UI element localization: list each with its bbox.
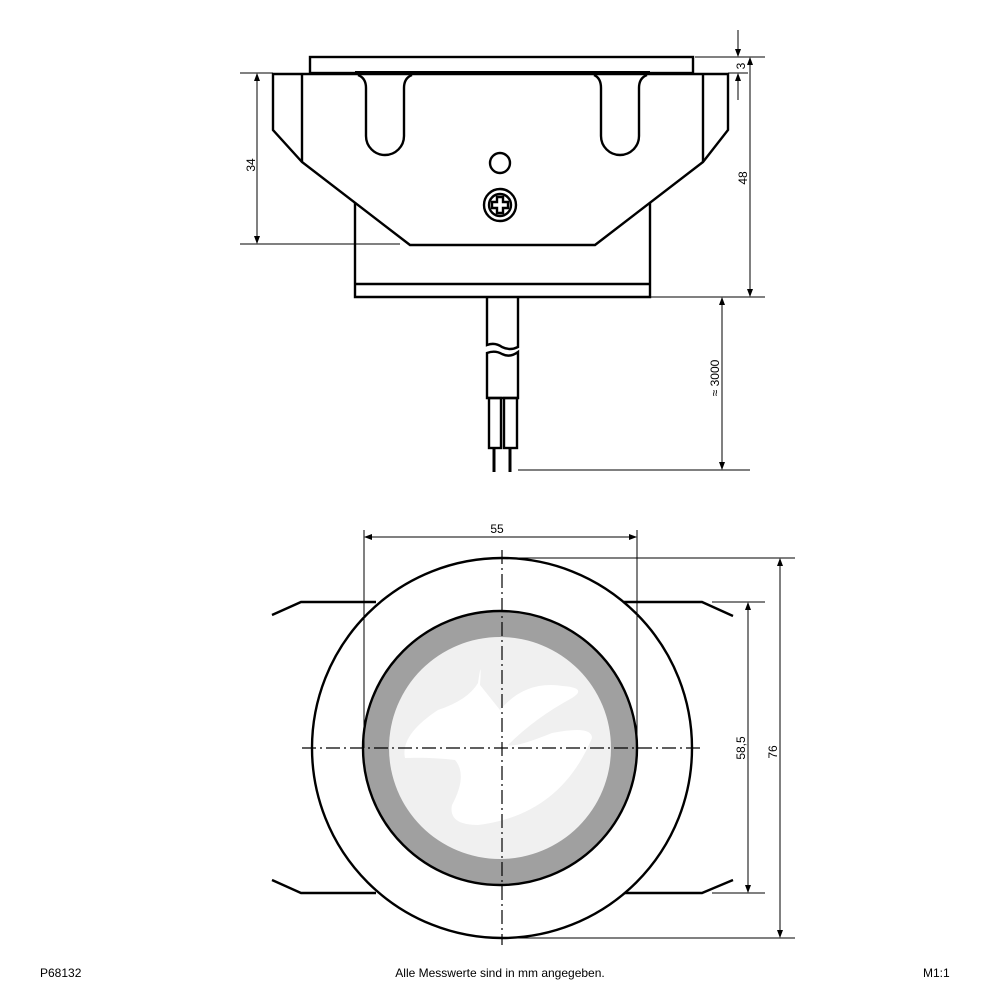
dimension-3000: ≈ 3000: [518, 297, 750, 471]
screw-icon: [482, 187, 518, 223]
top-plate: [308, 55, 695, 75]
svg-text:3: 3: [734, 62, 748, 69]
scale-label: M1:1: [923, 966, 950, 980]
dimension-58-5: 58,5: [712, 601, 765, 894]
mounting-flange: [271, 72, 730, 247]
dimension-3: 3: [728, 30, 748, 100]
side-view: 34 48 3 ≈ 3000: [240, 30, 765, 472]
cable: [485, 297, 520, 472]
slot-left: [357, 73, 413, 157]
svg-text:≈ 3000: ≈ 3000: [708, 359, 722, 396]
svg-text:55: 55: [490, 522, 504, 536]
spring-clips: [271, 600, 734, 895]
top-view: 55 58,5 76: [271, 522, 795, 945]
dimension-76: 76: [502, 557, 795, 939]
led-indicator-icon: [488, 151, 512, 175]
svg-text:34: 34: [244, 158, 258, 172]
reflection-logo-icon: [404, 669, 592, 825]
svg-text:48: 48: [736, 171, 750, 185]
slot-right: [593, 73, 648, 157]
housing-body: [353, 203, 652, 299]
svg-text:58,5: 58,5: [734, 736, 748, 760]
dimension-34: 34: [240, 72, 400, 245]
units-note: Alle Messwerte sind in mm angegeben.: [395, 966, 605, 980]
dimension-55: 55: [363, 522, 638, 748]
article-number: P68132: [40, 966, 82, 980]
svg-text:76: 76: [766, 745, 780, 759]
dimension-48: 48: [650, 56, 765, 298]
